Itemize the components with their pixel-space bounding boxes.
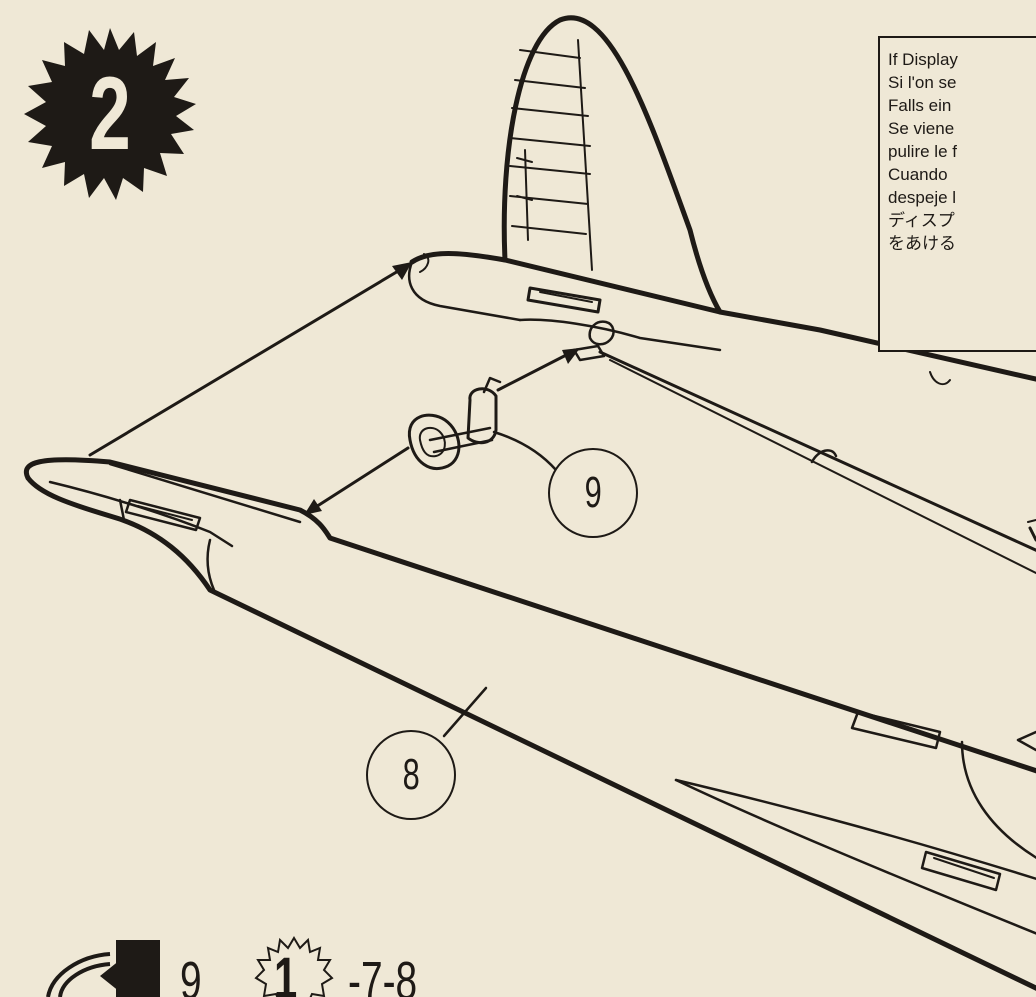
arrow-wheel-to-mount	[496, 348, 578, 392]
assembly-sequence: 9 1 -7-8	[40, 930, 460, 997]
note-line: despeje l	[888, 188, 957, 207]
sequence-step-ref: 1	[274, 946, 298, 997]
note-line: Falls ein	[888, 96, 952, 115]
fuselage-half-part-8	[24, 457, 1036, 774]
fuselage-upper	[409, 251, 1036, 382]
tail-wheel	[407, 413, 461, 470]
note-line: Cuando	[888, 165, 948, 184]
step-badge: 2	[24, 28, 196, 200]
note-lines: If Display Si l'on se Falls ein Se viene…	[888, 48, 958, 255]
note-line: Se viene	[888, 119, 955, 138]
tail-fin	[501, 15, 723, 315]
display-note-box: If Display Si l'on se Falls ein Se viene…	[878, 36, 1036, 352]
note-line: Si l'on se	[888, 73, 957, 92]
sequence-part: 9	[180, 951, 202, 997]
note-line: pulire le f	[888, 142, 957, 161]
note-line: をあける	[888, 234, 956, 253]
starburst-badge-icon	[24, 28, 196, 200]
sequence-parts-rest: -7-8	[348, 951, 418, 997]
part-number: 9	[584, 468, 602, 517]
glue-tube-icon	[46, 940, 160, 997]
part-callout-9: 9	[548, 448, 638, 538]
part-number: 8	[402, 750, 420, 799]
note-line: ディスプ	[888, 211, 955, 230]
arrow-wheel-to-part-8	[306, 446, 410, 514]
step-number: 2	[89, 55, 131, 172]
arrow-part-8-to-fuselage	[88, 262, 412, 457]
outlined-starburst-badge-icon	[254, 936, 334, 997]
part-callout-8: 8	[366, 730, 456, 820]
fin-rib-lines	[509, 39, 593, 271]
note-line: If Display	[888, 50, 958, 69]
